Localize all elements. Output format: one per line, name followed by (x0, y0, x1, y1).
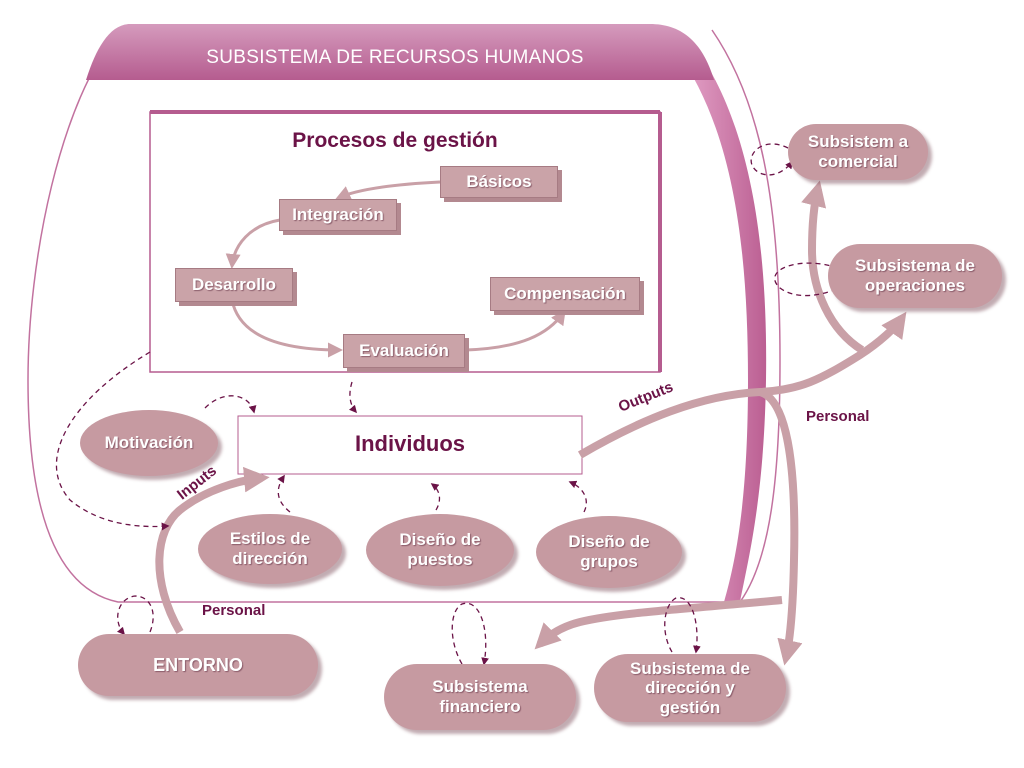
factor-diseno-grupos: Diseño de grupos (536, 516, 682, 588)
step-integracion: Integración (279, 199, 397, 231)
factor-diseno-puestos: Diseño de puestos (366, 514, 514, 586)
subsystem-comercial: Subsistem a comercial (788, 124, 928, 180)
dashed-procesos-individuos (348, 381, 358, 414)
subsystem-financiero: Subsistema financiero (384, 664, 576, 730)
dashed-financiero-loop (451, 602, 489, 666)
hr-subsystem-right-edge (676, 40, 767, 602)
arc-basicos-integracion (335, 180, 441, 200)
individuos-label: Individuos (355, 431, 465, 457)
step-basicos: Básicos (440, 166, 558, 198)
step-desarrollo: Desarrollo (175, 268, 293, 302)
dashed-grupos (568, 480, 587, 513)
factor-motivacion: Motivación (80, 410, 218, 476)
title-label: SUBSISTEMA DE RECURSOS HUMANOS (206, 47, 584, 69)
dashed-motivacion (204, 395, 257, 414)
subsystem-direccion-gestion: Subsistema de dirección y gestión (594, 654, 786, 722)
dashed-procesos-entorno (55, 351, 170, 531)
outputs-branch-comercial (801, 180, 865, 354)
step-evaluacion: Evaluación (343, 334, 465, 368)
arc-evaluacion-compensacion (465, 309, 566, 352)
arc-desarrollo-evaluacion (230, 299, 343, 358)
step-compensacion: Compensación (490, 277, 640, 311)
dashed-puestos (430, 483, 441, 511)
entorno-node: ENTORNO (78, 634, 318, 696)
personal-in-label: Personal (202, 602, 266, 619)
hr-subsystem-outline (27, 29, 781, 603)
arc-integracion-desarrollo (225, 218, 281, 269)
subsystem-operaciones: Subsistema de operaciones (828, 244, 1002, 308)
dashed-comercial-loop (750, 143, 793, 176)
factor-estilos-direccion: Estilos de dirección (198, 514, 342, 584)
personal-out-arrow (758, 388, 803, 666)
procesos-heading: Procesos de gestión (292, 128, 498, 152)
individuos-frame (237, 415, 583, 475)
title-banner (86, 24, 714, 80)
dashed-estilos (277, 474, 291, 513)
inputs-arrow (155, 466, 270, 634)
dashed-direccion-loop (664, 597, 701, 654)
outputs-arrow (577, 311, 907, 459)
dashed-operaciones-loop (774, 262, 840, 297)
procesos-frame (149, 111, 661, 373)
dashed-entorno-loop (116, 595, 154, 636)
personal-financiero-arrow (534, 596, 783, 650)
personal-out-label: Personal (806, 408, 870, 425)
